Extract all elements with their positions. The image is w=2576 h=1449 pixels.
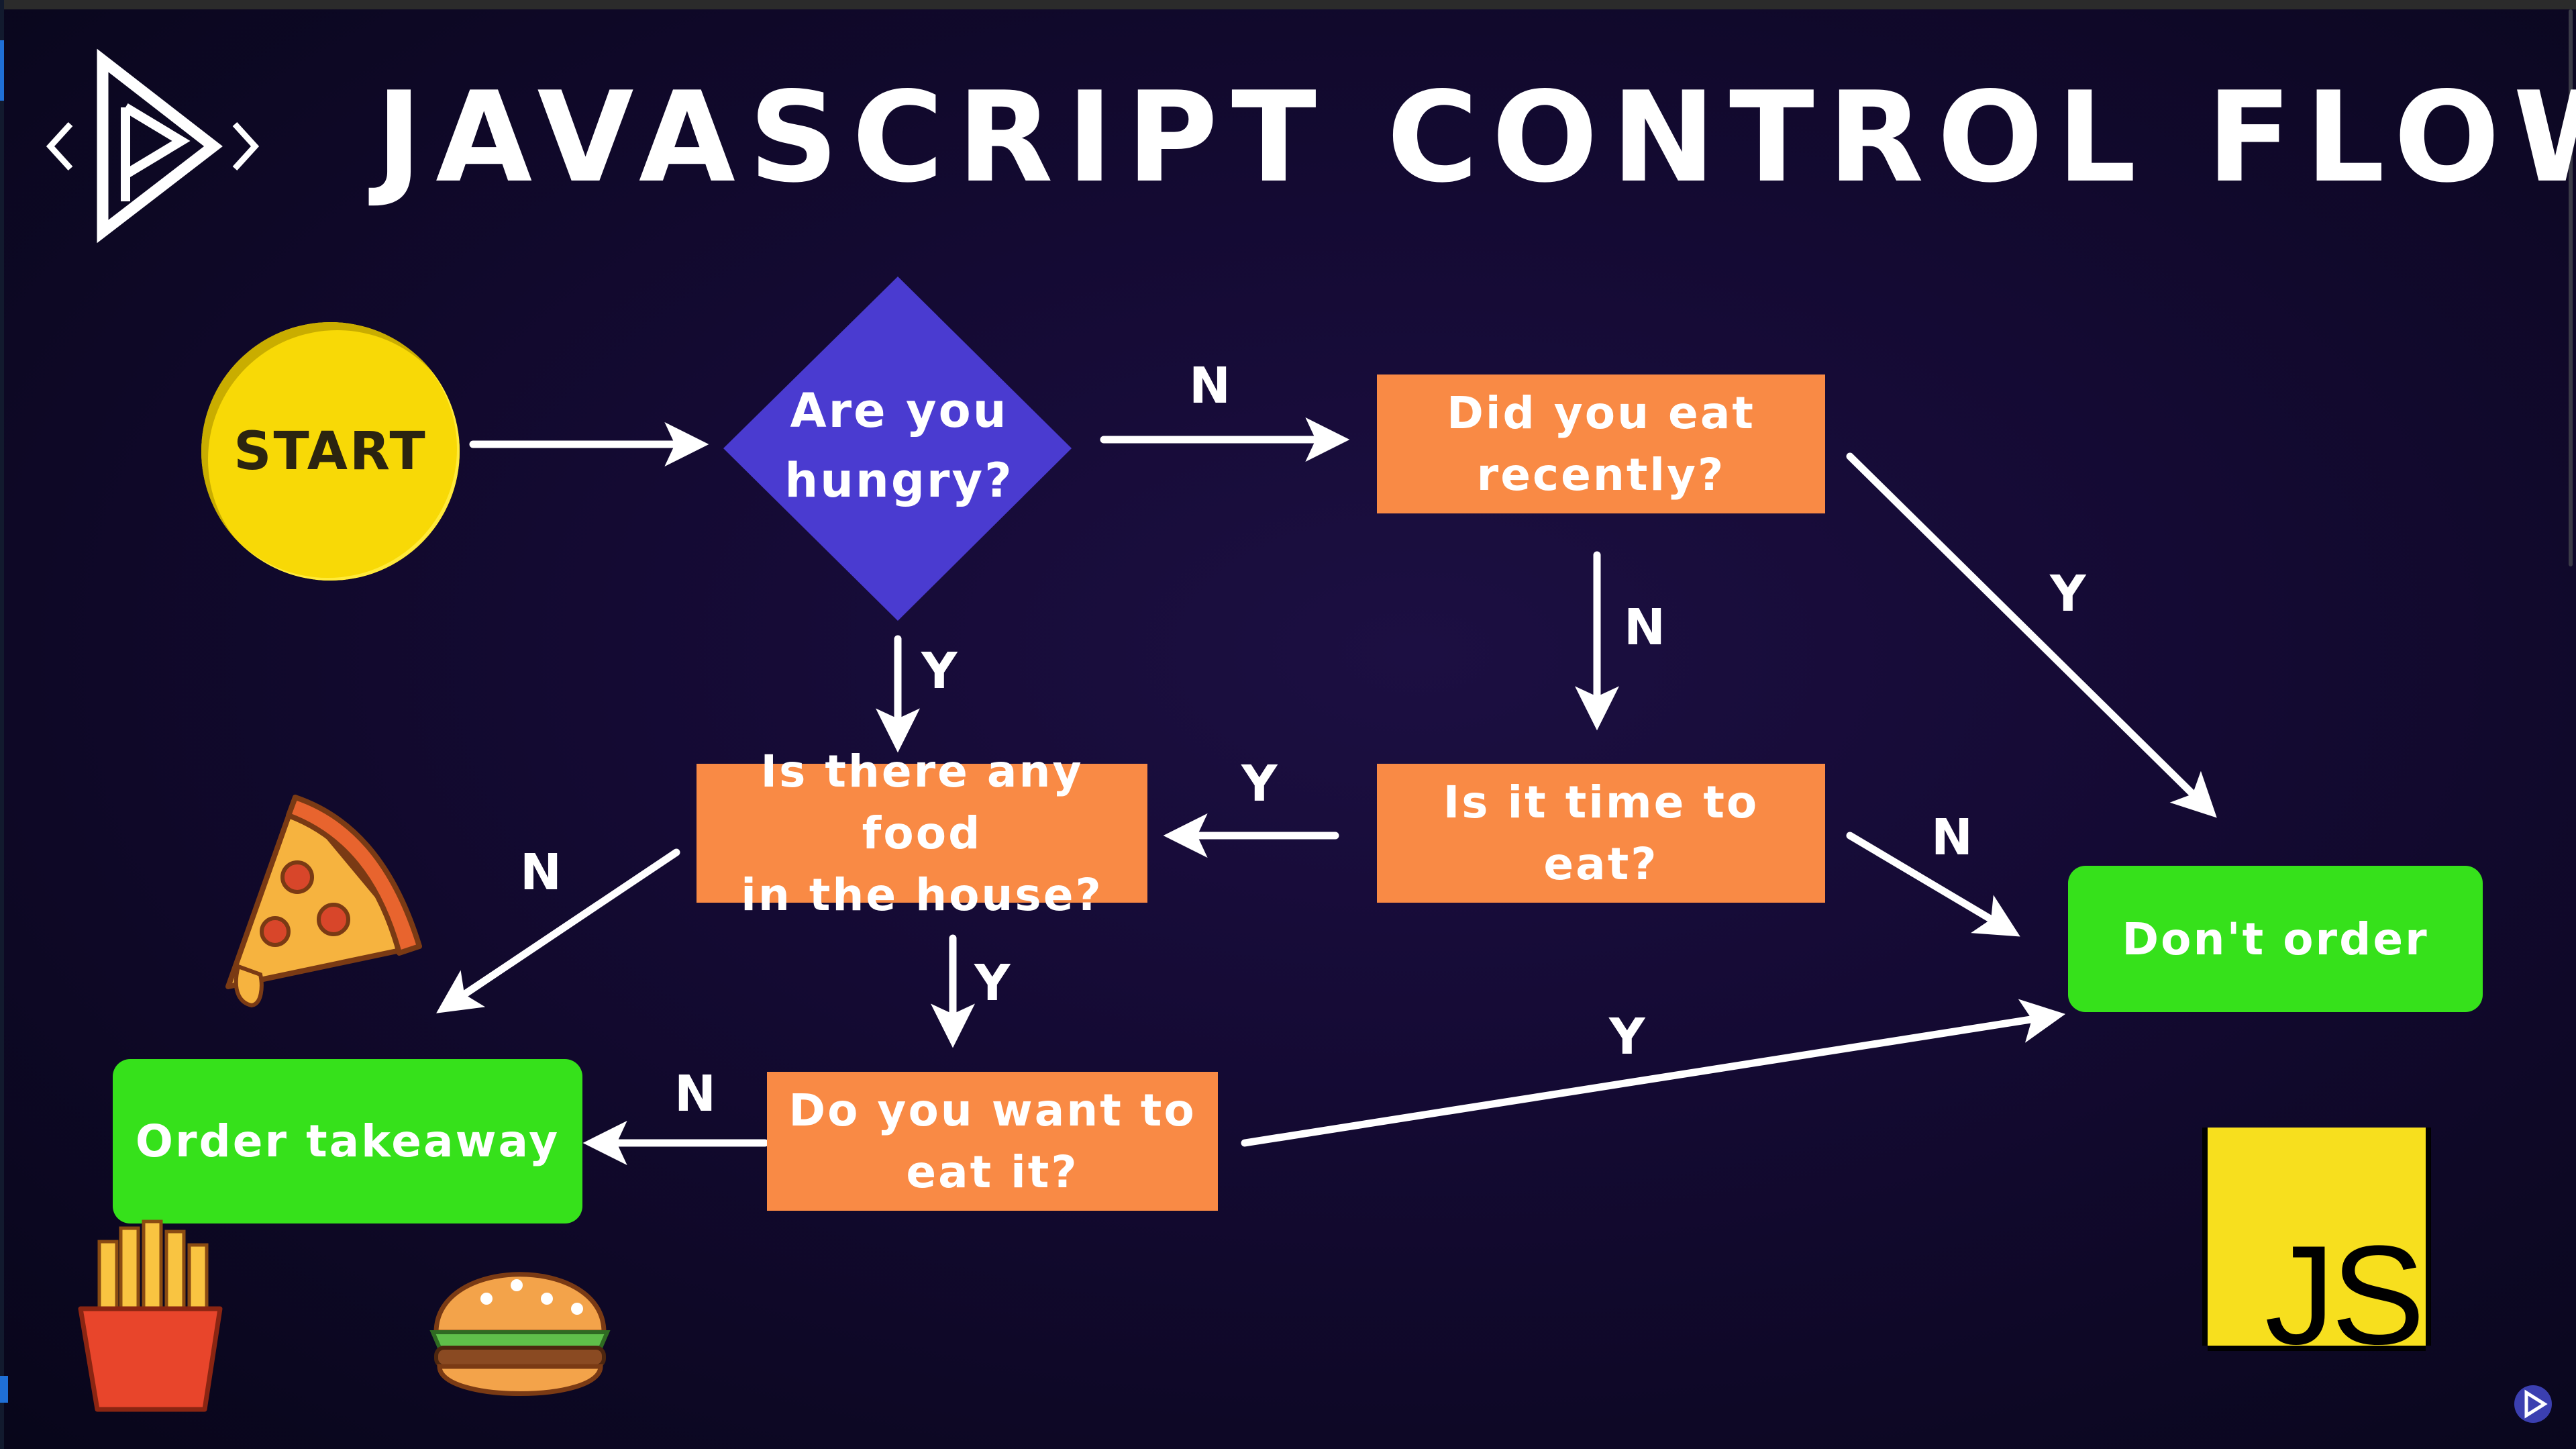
arrow-ate-recently-to-dont-order xyxy=(1846,452,2217,818)
pizza-icon xyxy=(225,795,422,1008)
edge-label-n: N xyxy=(674,1065,716,1123)
dont-order-node: Don't order xyxy=(2068,866,2483,1012)
edge-label-y: Y xyxy=(921,642,958,700)
ate-recently-box: Did you eat recently? xyxy=(1377,374,1825,513)
edge-label-n: N xyxy=(1189,357,1231,415)
decision-diamond xyxy=(723,277,1072,621)
page-title: JAVASCRIPT CONTROL FLOW xyxy=(376,64,2576,210)
want-to-eat-box: Do you want to eat it? xyxy=(767,1072,1218,1211)
left-border xyxy=(0,0,4,1449)
edge-label-y: Y xyxy=(974,954,1011,1012)
order-takeaway-node: Order takeaway xyxy=(113,1059,582,1223)
corner-play-icon xyxy=(2514,1385,2552,1423)
start-node: START xyxy=(201,322,460,581)
arrow-food-to-order-takeaway xyxy=(436,848,680,1013)
arrow-time-to-dont-order xyxy=(1846,832,2020,937)
edge-label-y: Y xyxy=(2050,565,2086,623)
edge-label-n: N xyxy=(1624,599,1665,656)
js-logo-text: JS xyxy=(2265,1216,2425,1374)
play-logo-icon xyxy=(46,48,260,244)
top-border xyxy=(0,0,2576,9)
edge-label-n: N xyxy=(520,844,562,901)
left-edge-marker xyxy=(0,40,4,101)
burger-icon xyxy=(429,1272,611,1396)
hungry-question: Are you hungry? xyxy=(784,383,1014,508)
scrollbar[interactable] xyxy=(2569,9,2573,566)
left-edge-marker xyxy=(0,1376,8,1403)
arrow-want-to-dont-order xyxy=(1241,999,2066,1147)
js-logo-icon xyxy=(2208,1128,2426,1346)
edge-label-y: Y xyxy=(1609,1008,1645,1066)
fries-icon xyxy=(78,1219,223,1412)
time-to-eat-box: Is it time to eat? xyxy=(1377,764,1825,903)
edge-label-n: N xyxy=(1931,809,1973,866)
edge-label-y: Y xyxy=(1241,755,1278,813)
